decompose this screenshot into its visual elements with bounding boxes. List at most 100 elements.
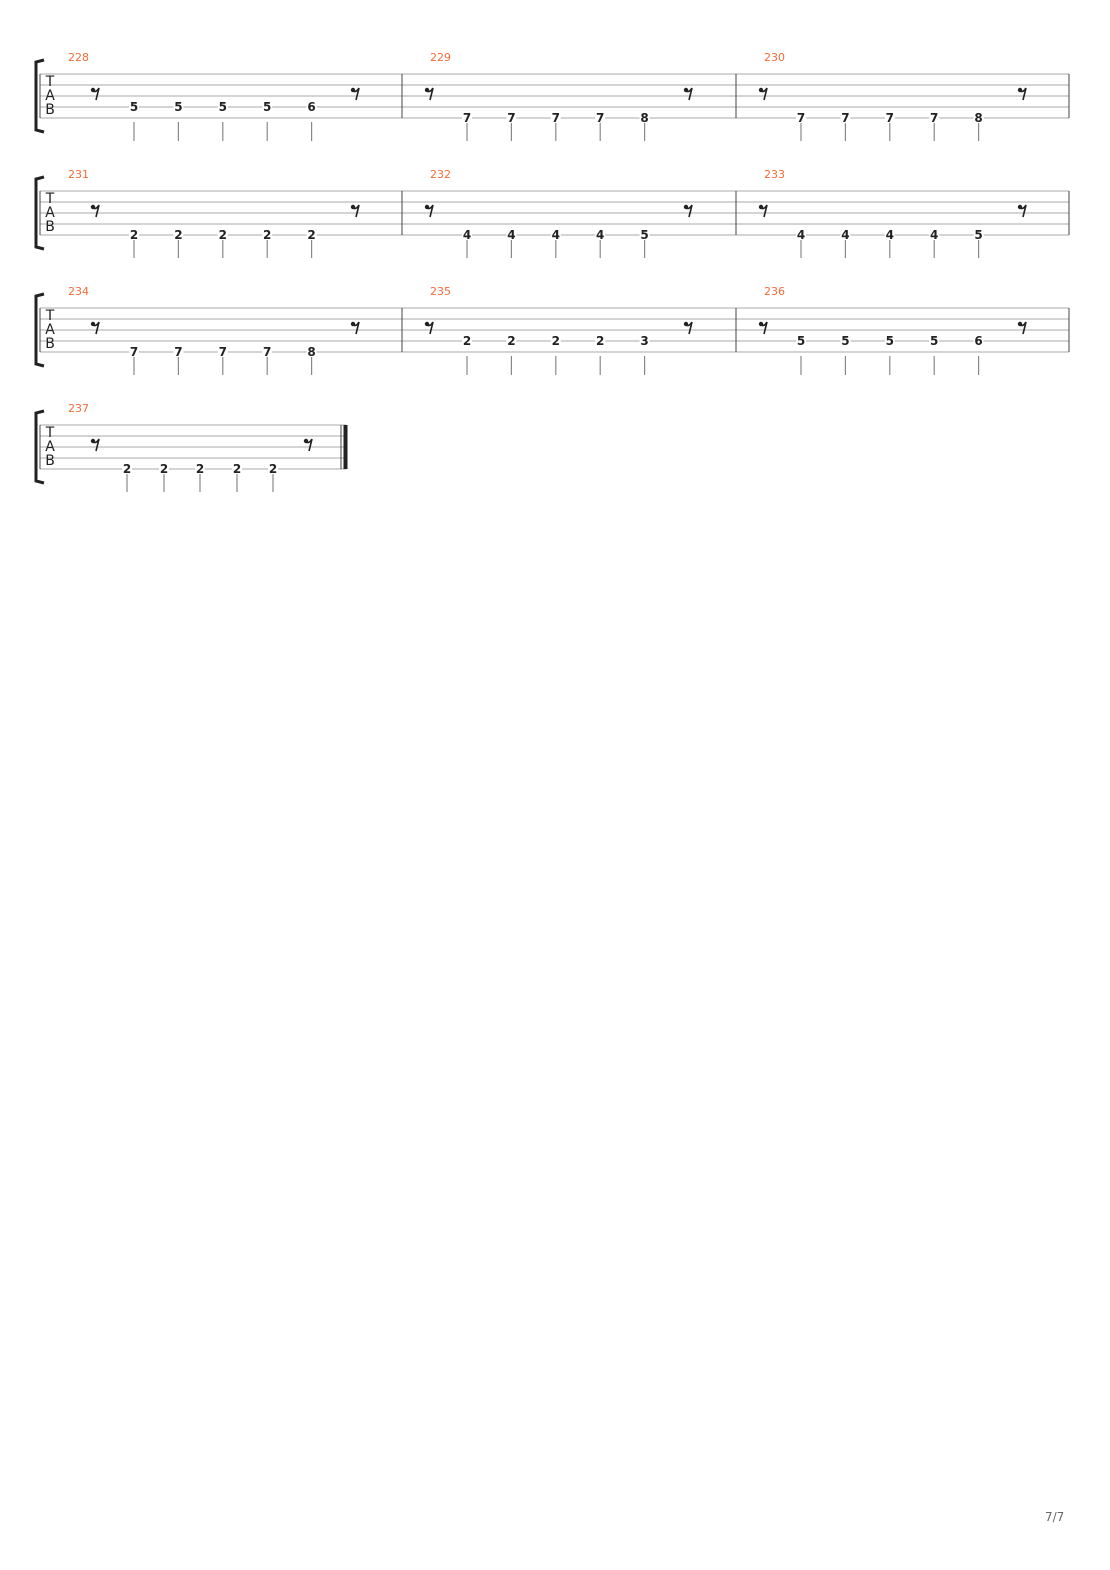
fret-background xyxy=(929,229,940,240)
fret-number: 8 xyxy=(307,345,315,359)
eighth-rest-icon xyxy=(90,321,100,335)
eighth-rest-icon xyxy=(90,87,100,101)
fret-background xyxy=(217,346,228,357)
tab-clef-letter: T xyxy=(45,191,55,207)
fret-background xyxy=(884,112,895,123)
fret-number: 2 xyxy=(130,228,138,242)
measure-number: 236 xyxy=(764,285,785,298)
fret-number: 2 xyxy=(160,462,168,476)
fret-number: 8 xyxy=(640,111,648,125)
measure-number: 235 xyxy=(430,285,451,298)
tab-clef-letter: B xyxy=(45,102,55,118)
measure-number: 231 xyxy=(68,168,89,181)
fret-number: 7 xyxy=(797,111,805,125)
fret-background xyxy=(129,101,139,112)
fret-background xyxy=(306,346,317,357)
eighth-rest-icon xyxy=(350,204,360,218)
fret-background xyxy=(639,112,650,123)
tab-clef-letter: T xyxy=(45,308,55,324)
fret-number: 7 xyxy=(552,111,560,125)
fret-number: 7 xyxy=(130,345,138,359)
fret-number: 3 xyxy=(640,334,648,348)
fret-background xyxy=(550,112,561,123)
fret-background xyxy=(268,463,278,474)
fret-background xyxy=(840,112,851,123)
measure-number: 232 xyxy=(430,168,451,181)
rest-flag xyxy=(1019,87,1027,101)
fret-number: 7 xyxy=(463,111,471,125)
tab-clef-letter: A xyxy=(45,439,55,455)
fret-background xyxy=(973,335,984,346)
eighth-rest-icon xyxy=(758,204,768,218)
eighth-rest-icon xyxy=(424,321,434,335)
fret-number: 5 xyxy=(930,334,938,348)
fret-background xyxy=(929,112,940,123)
eighth-rest-icon xyxy=(1017,204,1027,218)
eighth-rest-icon xyxy=(758,87,768,101)
measure: 231 2 2 2 2 2 xyxy=(68,168,360,258)
fret-number: 2 xyxy=(263,228,271,242)
fret-number: 2 xyxy=(463,334,471,348)
rest-flag xyxy=(352,87,360,101)
fret-background xyxy=(173,229,184,240)
fret-background xyxy=(195,463,205,474)
fret-number: 6 xyxy=(307,100,315,114)
rest-flag xyxy=(92,321,100,335)
fret-number: 4 xyxy=(797,228,805,242)
fret-number: 2 xyxy=(174,228,182,242)
rest-flag xyxy=(92,204,100,218)
fret-number: 5 xyxy=(886,334,894,348)
fret-number: 4 xyxy=(463,228,471,242)
fret-background xyxy=(595,335,606,346)
rest-flag xyxy=(426,204,434,218)
system-bracket xyxy=(34,58,45,134)
fret-number: 4 xyxy=(552,228,560,242)
fret-number: 2 xyxy=(123,462,131,476)
fret-background xyxy=(122,463,132,474)
fret-number: 5 xyxy=(797,334,805,348)
fret-number: 2 xyxy=(307,228,315,242)
fret-background xyxy=(173,101,184,112)
fret-number: 5 xyxy=(174,100,182,114)
rest-flag xyxy=(352,321,360,335)
fret-number: 4 xyxy=(930,228,938,242)
measure-number: 233 xyxy=(764,168,785,181)
fret-background xyxy=(639,335,650,346)
tab-clef-letter: T xyxy=(45,74,55,90)
eighth-rest-icon xyxy=(424,87,434,101)
fret-number: 2 xyxy=(507,334,515,348)
fret-background xyxy=(884,335,895,346)
page-number: 7/7 xyxy=(1045,1510,1065,1524)
tab-clef-letter: B xyxy=(45,453,55,469)
fret-number: 4 xyxy=(507,228,515,242)
rest-flag xyxy=(92,438,100,452)
eighth-rest-icon xyxy=(424,204,434,218)
fret-number: 2 xyxy=(219,228,227,242)
eighth-rest-icon xyxy=(1017,87,1027,101)
fret-number: 2 xyxy=(552,334,560,348)
fret-number: 4 xyxy=(841,228,849,242)
fret-background xyxy=(217,229,228,240)
fret-background xyxy=(262,346,273,357)
fret-background xyxy=(462,335,472,346)
fret-background xyxy=(796,335,806,346)
fret-background xyxy=(796,229,806,240)
fret-number: 5 xyxy=(974,228,982,242)
fret-background xyxy=(840,335,851,346)
measure-number: 229 xyxy=(430,51,451,64)
eighth-rest-icon xyxy=(90,204,100,218)
measure-number: 237 xyxy=(68,402,89,415)
system-bracket xyxy=(34,175,45,251)
rest-flag xyxy=(760,87,768,101)
fret-background xyxy=(550,229,561,240)
rest-flag xyxy=(685,204,693,218)
